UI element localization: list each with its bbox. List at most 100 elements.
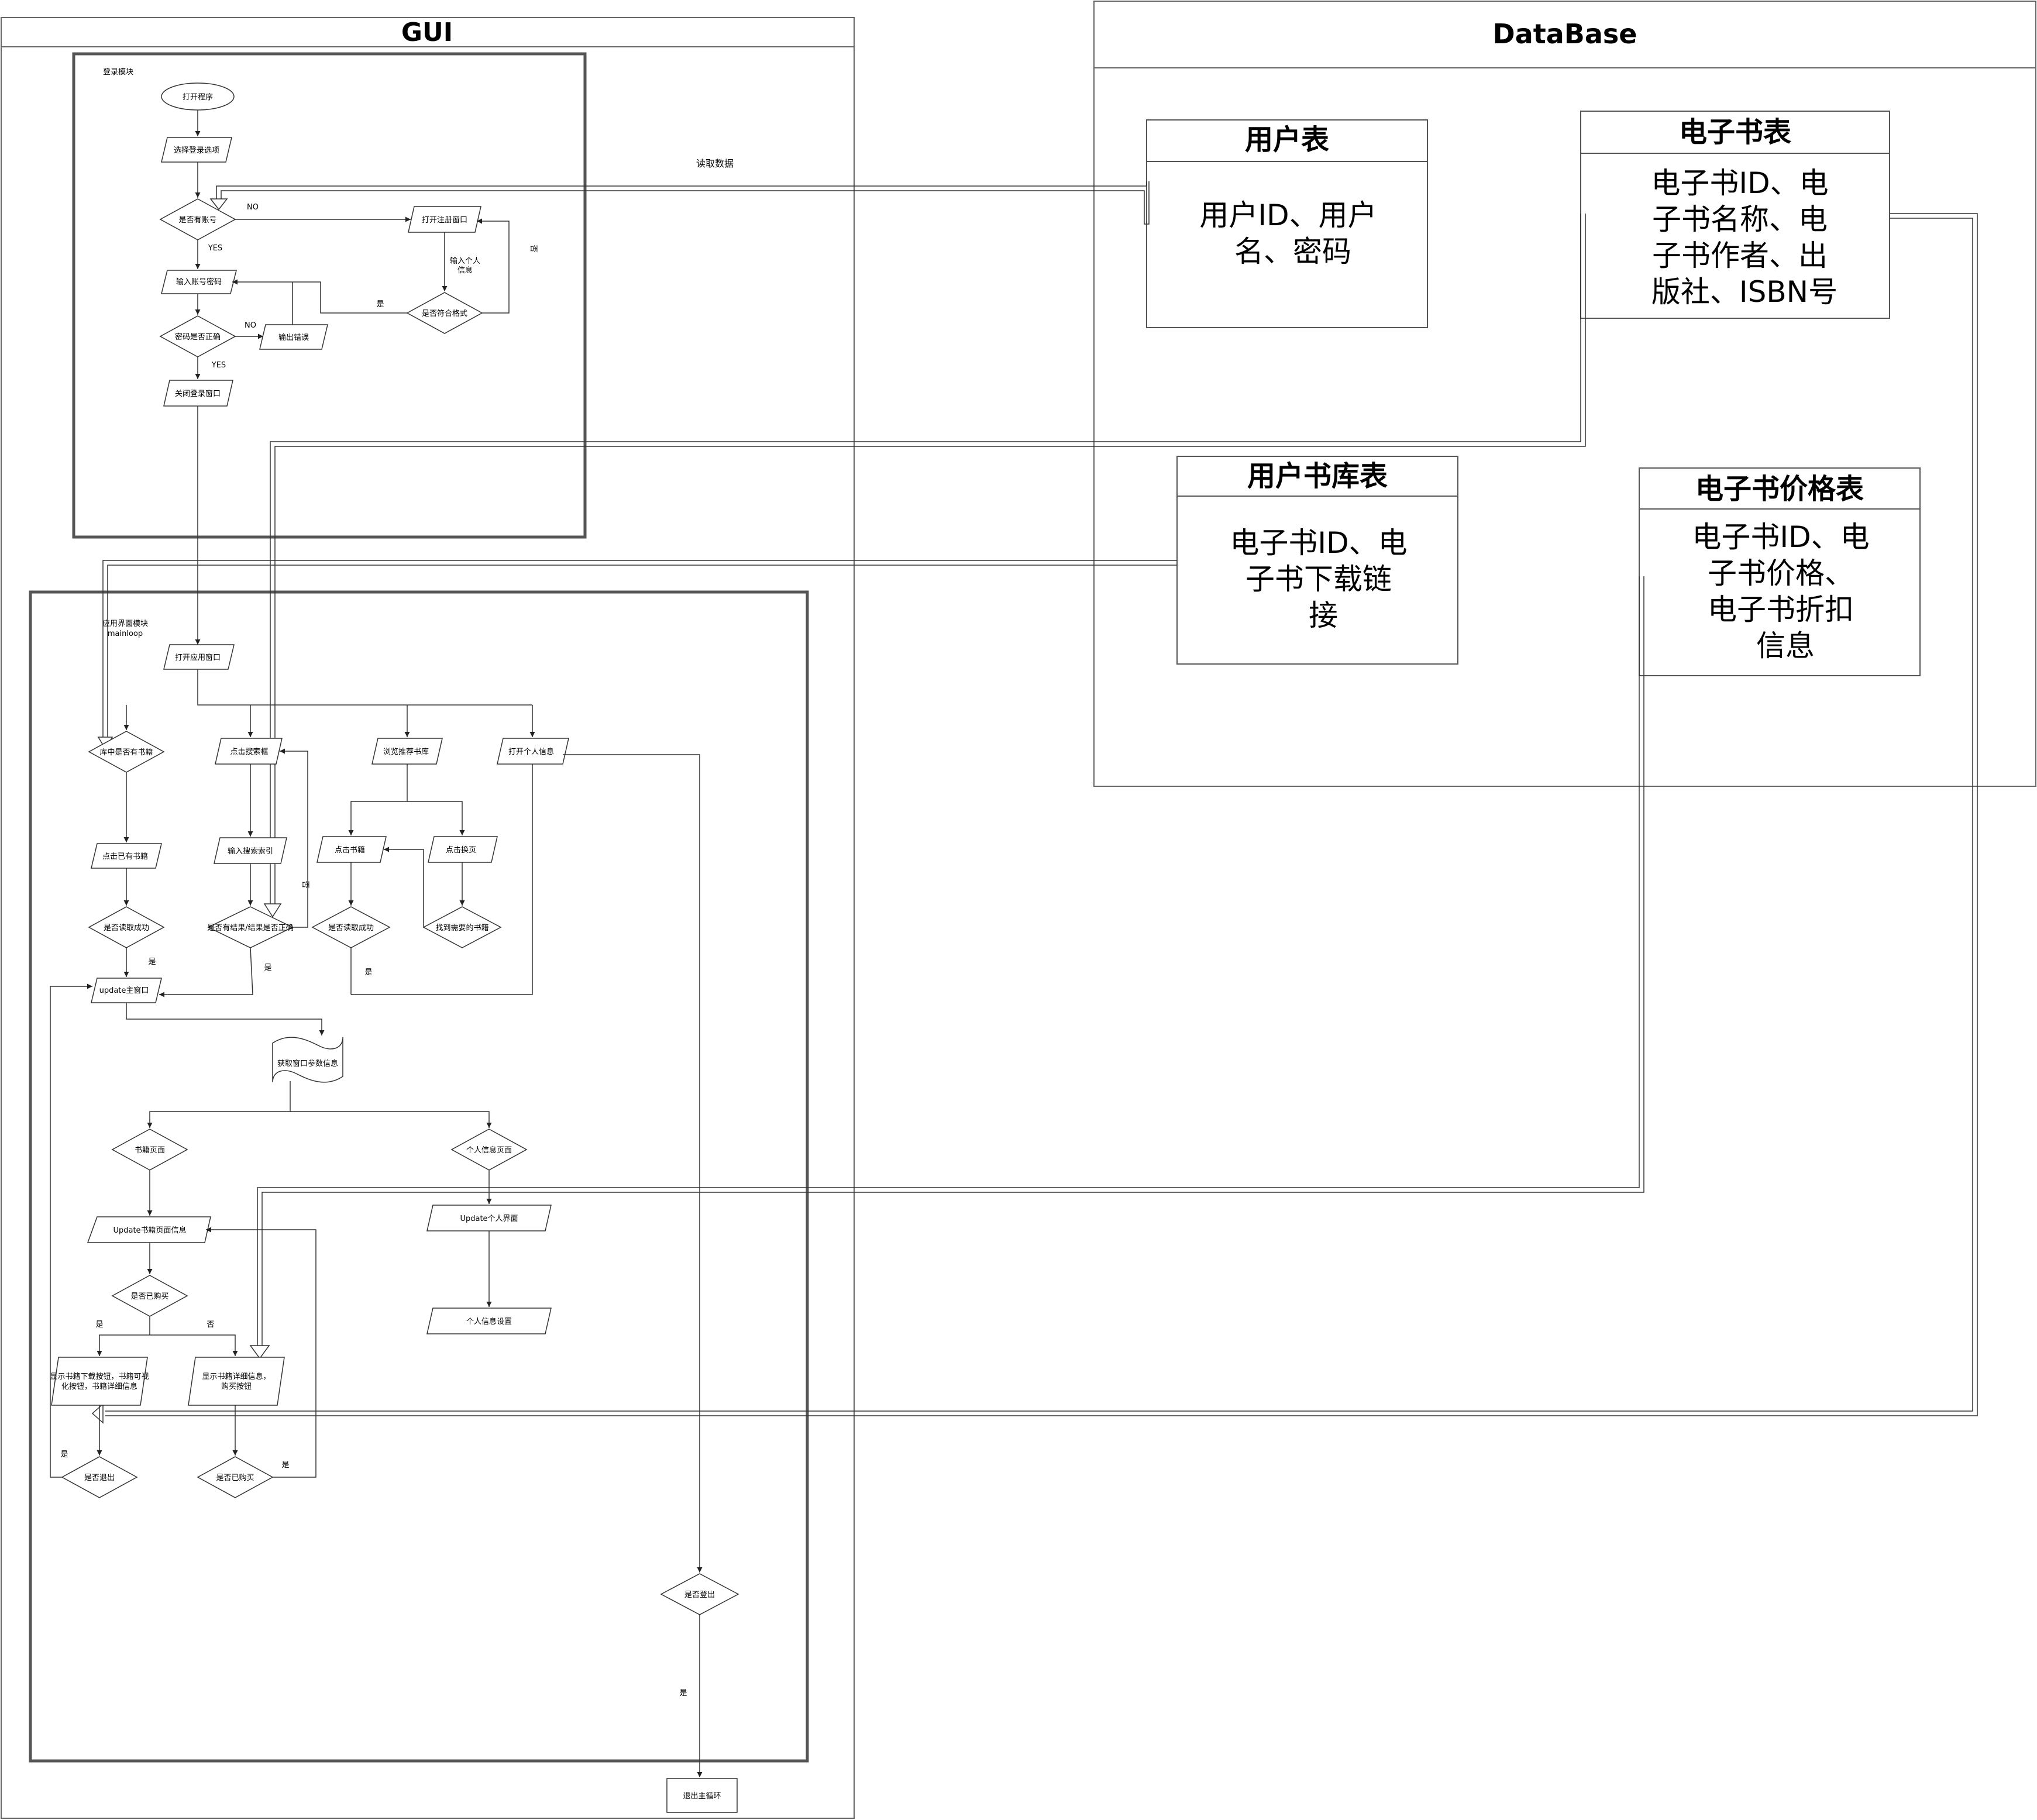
close-login-node bbox=[163, 380, 233, 407]
book-page-label: 书籍页面 bbox=[135, 1145, 165, 1155]
personal-settings-node bbox=[426, 1308, 552, 1334]
input-account-label: 输入账号密码 bbox=[176, 277, 222, 287]
yes-label-e: 是 bbox=[60, 1450, 68, 1459]
update-main-node bbox=[91, 978, 162, 1003]
buy-q-label: 是否已购买 bbox=[216, 1473, 254, 1482]
yes-label-g: 是 bbox=[679, 1689, 687, 1698]
update-main-label: update主窗口 bbox=[99, 986, 149, 995]
exit-q-label: 是否退出 bbox=[84, 1474, 115, 1482]
update-book-node bbox=[87, 1216, 211, 1243]
open-register-node bbox=[408, 206, 481, 233]
ebook-table: 电子书表 电子书ID、电 子书名称、电 子书作者、出 版社、ISBN号 bbox=[1580, 111, 1890, 319]
click-page-label: 点击换页 bbox=[446, 846, 476, 855]
login-module-label: 登录模块 bbox=[103, 68, 133, 77]
price-table-title: 电子书价格表 bbox=[1695, 473, 1864, 505]
no-label-2: NO bbox=[245, 321, 256, 330]
login-module-frame bbox=[72, 52, 587, 539]
click-search-node bbox=[215, 738, 283, 765]
open-program-label: 打开程序 bbox=[183, 93, 213, 102]
login-module: 登录模块 打开程序 选择登录选项 是否有账号 NO bbox=[103, 68, 538, 645]
input-personal-label-2: 信息 bbox=[457, 266, 473, 275]
open-personal-label: 打开个人信息 bbox=[508, 747, 554, 756]
open-personal-node bbox=[497, 738, 569, 765]
input-personal-label-1: 输入个人 bbox=[450, 256, 480, 266]
ebook-table-body: 电子书ID、电 子书名称、电 子书作者、出 版社、ISBN号 bbox=[1651, 166, 1838, 309]
data-flow-pipes bbox=[91, 181, 1978, 1424]
exit-loop-node bbox=[666, 1778, 738, 1813]
personal-page-label: 个人信息页面 bbox=[466, 1145, 512, 1155]
library-table-title: 用户书库表 bbox=[1247, 460, 1388, 493]
show-detail-label-2: 购买按钮 bbox=[221, 1382, 252, 1391]
exit-q-node bbox=[61, 1456, 138, 1498]
found-book-node bbox=[422, 906, 502, 948]
input-search-label: 输入搜索索引 bbox=[228, 847, 273, 856]
click-owned-label: 点击已有书籍 bbox=[102, 852, 148, 861]
format-ok-label: 是否符合格式 bbox=[422, 309, 467, 318]
update-book-label: Update书籍页面信息 bbox=[113, 1226, 186, 1235]
choose-login-label: 选择登录选项 bbox=[174, 146, 219, 155]
show-detail-label-1: 显示书籍详细信息， bbox=[202, 1372, 270, 1381]
yes-cn-label: 是 bbox=[376, 300, 384, 309]
found-book-label: 找到需要的书籍 bbox=[435, 923, 488, 933]
user-table-body: 用户ID、用户 名、密码 bbox=[1199, 198, 1386, 269]
click-book-label: 点击书籍 bbox=[335, 845, 365, 855]
output-error-node bbox=[259, 324, 328, 350]
database-panel: DataBase bbox=[1093, 1, 2036, 787]
click-book-node bbox=[316, 836, 387, 863]
yes-label-d: 是 bbox=[95, 1320, 103, 1329]
no-label-d: 否 bbox=[207, 1320, 214, 1329]
yes-label-b: 是 bbox=[264, 964, 271, 972]
user-table-title: 用户表 bbox=[1245, 123, 1329, 156]
price-table-body: 电子书ID、电 子书价格、 电子书折扣 信息 bbox=[1692, 520, 1878, 663]
library-table: 用户书库表 电子书ID、电 子书下载链 接 bbox=[1176, 456, 1458, 665]
show-detail-node bbox=[188, 1357, 285, 1406]
user-table: 用户表 用户ID、用户 名、密码 bbox=[1146, 119, 1428, 328]
no-side-label: 否 bbox=[529, 245, 538, 252]
show-download-label-1: 显示书籍下载按钮，书籍可视 bbox=[50, 1372, 149, 1381]
logout-q-label: 是否登出 bbox=[684, 1591, 715, 1599]
main-module-frame bbox=[29, 590, 809, 1763]
update-personal-node bbox=[426, 1205, 552, 1231]
close-login-label: 关闭登录窗口 bbox=[175, 389, 221, 398]
update-personal-label: Update个人界面 bbox=[460, 1215, 518, 1223]
choose-login-node bbox=[161, 137, 232, 163]
output-error-label: 输出错误 bbox=[278, 333, 309, 342]
input-search-node bbox=[214, 837, 287, 864]
yes-label-2: YES bbox=[211, 361, 226, 370]
get-params-node bbox=[272, 1037, 343, 1083]
click-page-node bbox=[428, 836, 498, 863]
show-download-label-2: 化按钮，书籍详细信息 bbox=[61, 1382, 137, 1391]
no-label-1: NO bbox=[247, 203, 259, 212]
pwd-correct-label: 密码是否正确 bbox=[175, 332, 221, 342]
open-app-label: 打开应用窗口 bbox=[175, 653, 221, 662]
read-data-label: 读取数据 bbox=[696, 158, 734, 169]
gui-panel: GUI bbox=[1, 17, 855, 1819]
click-owned-node bbox=[91, 843, 162, 869]
open-app-node bbox=[163, 644, 235, 670]
yes-label-f: 是 bbox=[281, 1461, 289, 1470]
browse-rec-label: 浏览推荐书库 bbox=[383, 747, 429, 756]
browse-rec-node bbox=[371, 738, 443, 765]
main-module: 应用界面模块 mainloop bbox=[50, 619, 739, 1813]
click-search-label: 点击搜索框 bbox=[230, 748, 268, 756]
bought-label: 是否已购买 bbox=[130, 1292, 168, 1301]
has-account-label: 是否有账号 bbox=[178, 216, 216, 225]
buy-q-node bbox=[197, 1456, 274, 1498]
yes-label-a: 是 bbox=[148, 958, 156, 966]
search-result-label: 是否有结果/结果是否正确 bbox=[207, 924, 293, 933]
yes-label-1: YES bbox=[208, 244, 222, 253]
lib-has-book-label: 库中是否有书籍 bbox=[99, 748, 153, 757]
no-search-label: 否 bbox=[301, 880, 309, 888]
format-ok-node bbox=[406, 292, 483, 334]
gui-title: GUI bbox=[401, 18, 453, 47]
read-ok-label-2: 是否读取成功 bbox=[328, 924, 374, 933]
main-module-label: 应用界面模块 bbox=[102, 619, 148, 628]
price-table: 电子书价格表 电子书ID、电 子书价格、 电子书折扣 信息 bbox=[1639, 467, 1921, 676]
input-account-node bbox=[161, 270, 237, 294]
get-params-label: 获取窗口参数信息 bbox=[277, 1059, 338, 1068]
library-table-body: 电子书ID、电 子书下载链 接 bbox=[1230, 526, 1416, 632]
show-download-node bbox=[51, 1357, 148, 1406]
main-module-label-2: mainloop bbox=[108, 629, 143, 638]
yes-label-c: 是 bbox=[364, 968, 372, 977]
